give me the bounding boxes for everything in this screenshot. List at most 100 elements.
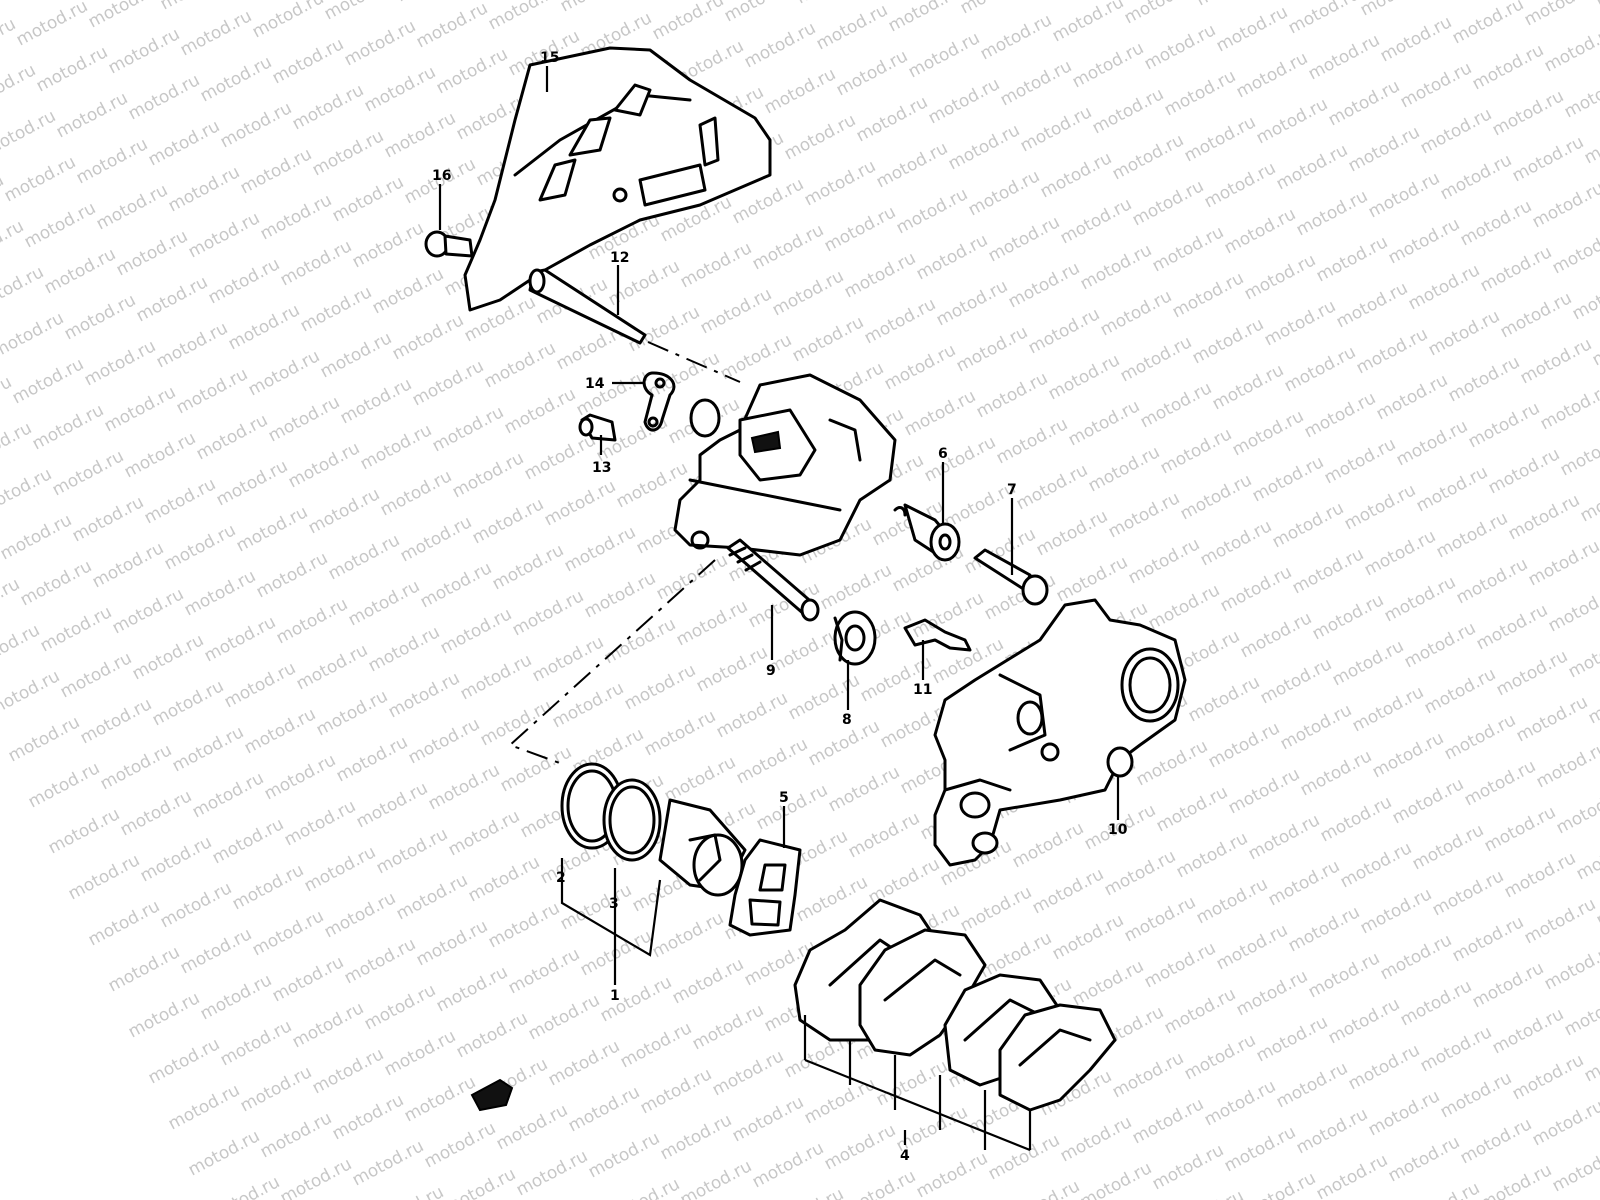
watermark-text: motod.ru [1373,370,1451,424]
watermark-text: motod.ru [1477,1160,1555,1200]
watermark-text: motod.ru [1017,102,1095,156]
watermark-text: motod.ru [221,658,299,712]
watermark-text: motod.ru [1257,654,1335,708]
watermark-text: motod.ru [333,732,411,786]
watermark-text: motod.ru [1037,148,1115,202]
part-5-shim [728,838,802,937]
callout-14: 14 [585,376,605,392]
callout-4: 4 [900,1148,910,1164]
watermark-text: motod.ru [1189,314,1267,368]
watermark-text: motod.ru [821,202,899,256]
watermark-text: motod.ru [309,126,387,180]
watermark-text: motod.ru [1429,866,1507,920]
part-9-slide-pin [726,538,820,622]
watermark-text: motod.ru [1005,258,1083,312]
watermark-text: motod.ru [185,208,263,262]
callout-9: 9 [766,663,776,679]
assembly-line-piston [508,559,716,766]
callout-13: 13 [592,460,611,476]
watermark-text: motod.ru [1293,1104,1371,1158]
watermark-text: motod.ru [913,230,991,284]
watermark-text: motod.ru [237,144,315,198]
watermark-text: motod.ru [885,0,963,36]
watermark-text: motod.ru [597,972,675,1026]
watermark-text: motod.ru [913,1148,991,1200]
part-7-sleeve [973,548,1049,606]
watermark-text: motod.ru [385,668,463,722]
watermark-text: motod.ru [1193,0,1271,10]
watermark-text: motod.ru [0,510,75,564]
watermark-text: motod.ru [813,0,891,54]
watermark-text: motod.ru [621,660,699,714]
watermark-text: motod.ru [213,456,291,510]
watermark-text: motod.ru [1097,286,1175,340]
watermark-text: motod.ru [0,216,27,270]
watermark-text: motod.ru [1273,140,1351,194]
watermark-text: motod.ru [105,24,183,78]
watermark-text: motod.ru [985,1130,1063,1184]
watermark-text: motod.ru [33,42,111,96]
watermark-text: motod.ru [1105,488,1183,542]
watermark-text: motod.ru [117,786,195,840]
watermark-text: motod.ru [649,908,727,962]
watermark-text: motod.ru [1233,48,1311,102]
watermark-text: motod.ru [57,648,135,702]
watermark-text: motod.ru [1325,994,1403,1048]
watermark-text: motod.ru [1577,472,1600,526]
watermark-text: motod.ru [433,962,511,1016]
watermark-text: motod.ru [485,898,563,952]
watermark-text: motod.ru [1129,1094,1207,1148]
watermark-text: motod.ru [1281,342,1359,396]
watermark-text: motod.ru [401,1072,479,1126]
watermark-text: motod.ru [1005,1176,1083,1200]
watermark-text: motod.ru [1349,682,1427,736]
watermark-text: motod.ru [373,824,451,878]
watermark-text: motod.ru [689,1000,767,1054]
watermark-text: motod.ru [561,522,639,576]
watermark-text: motod.ru [417,558,495,612]
watermark-text: motod.ru [1261,296,1339,350]
watermark-text: motod.ru [957,882,1035,936]
watermark-text: motod.ru [513,1146,591,1200]
watermark-text: motod.ru [285,438,363,492]
watermark-text: motod.ru [377,466,455,520]
watermark-text: motod.ru [65,850,143,904]
watermark-text: motod.ru [1481,802,1559,856]
watermark-text: motod.ru [1505,490,1583,544]
watermark-text: motod.ru [433,44,511,98]
watermark-text: motod.ru [1317,792,1395,846]
watermark-text: motod.ru [261,750,339,804]
watermark-text: motod.ru [1149,1140,1227,1194]
watermark-text: motod.ru [317,328,395,382]
watermark-text: motod.ru [1285,902,1363,956]
watermark-text: motod.ru [1581,114,1600,168]
watermark-text: motod.ru [225,300,303,354]
watermark-text: motod.ru [337,374,415,428]
watermark-text: motod.ru [741,18,819,72]
watermark-text: motod.ru [905,28,983,82]
watermark-text: motod.ru [421,1118,499,1172]
watermark-text: motod.ru [1109,1048,1187,1102]
watermark-text: motod.ru [185,1126,263,1180]
watermark-text: motod.ru [133,272,211,326]
watermark-text: motod.ru [1457,1114,1535,1168]
watermark-text: motod.ru [1565,628,1600,682]
watermark-text: motod.ru [673,596,751,650]
watermark-text: motod.ru [993,414,1071,468]
watermark-text: motod.ru [1029,864,1107,918]
part-6-bushing [893,503,961,562]
callout-6: 6 [938,446,948,462]
watermark-text: motod.ru [1333,278,1411,332]
watermark-text: motod.ru [601,614,679,668]
watermark-text: motod.ru [249,0,327,42]
watermark-text: motod.ru [229,860,307,914]
watermark-text: motod.ru [1241,1168,1319,1200]
watermark-text: motod.ru [177,6,255,60]
watermark-text: motod.ru [173,364,251,418]
assembly-lines [508,341,741,766]
watermark-text: motod.ru [1421,664,1499,718]
watermark-text: motod.ru [413,0,491,52]
watermark-text: motod.ru [1445,352,1523,406]
watermark-text: motod.ru [361,980,439,1034]
watermark-text: motod.ru [749,220,827,274]
